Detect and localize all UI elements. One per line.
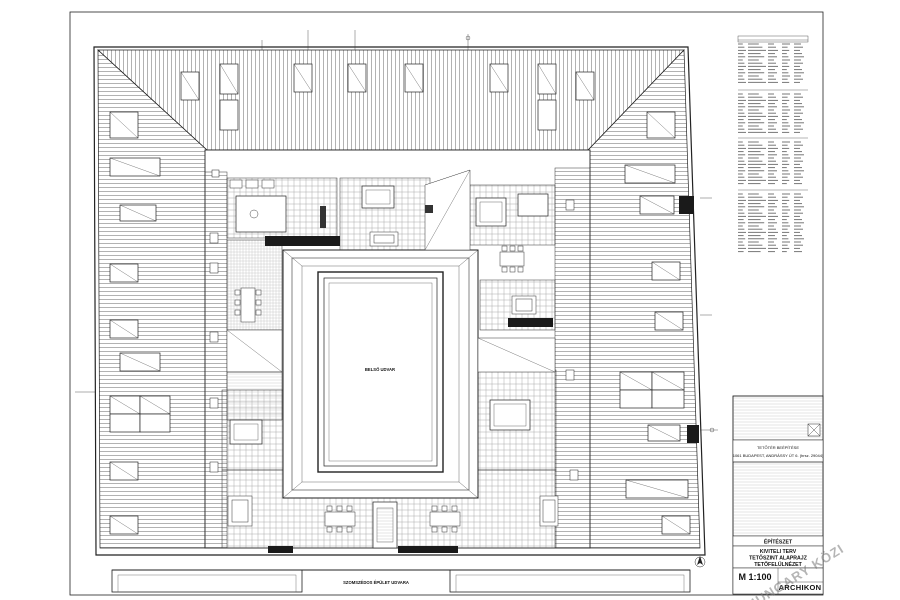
hot-tub-ne2: [517, 193, 549, 217]
roof-plan: BELSŐ UDVAR: [75, 30, 718, 556]
hot-tub-sw: [229, 419, 263, 445]
vent-nw: [320, 206, 326, 228]
vent-n: [425, 205, 433, 213]
axis-markers: [75, 30, 718, 433]
neighbor-label: SZOMSZÉDOS ÉPÜLET UDVARA: [343, 580, 409, 585]
vent-bar-2: [508, 318, 553, 327]
dining-table-e: [499, 245, 525, 273]
drawing-title-2: TETŐSZINT ALAPRAJZ: [749, 555, 808, 562]
roof-windows-north: [180, 63, 595, 131]
inner-courtyard: [317, 271, 444, 473]
title-block: TETŐTÉR BEÉPÍTÉSE 1061 BUDAPEST, ANDRÁSS…: [732, 395, 824, 595]
roof-vents: [209, 169, 579, 481]
courtyard-label: BELSŐ UDVAR: [365, 367, 395, 372]
glazing-w: [226, 371, 283, 421]
planter-row-nw: [229, 179, 275, 189]
project-address: 1061 BUDAPEST, ANDRÁSSY ÚT 6. (hrsz. 290…: [733, 453, 824, 458]
lounge-sw: [227, 495, 253, 527]
room-schedule: [737, 35, 809, 253]
project-title: TETŐTÉR BEÉPÍTÉSE: [757, 445, 799, 450]
chimney-east-2: [687, 425, 699, 443]
chimney-east-1: [679, 196, 694, 214]
scale-label: M 1:100: [738, 572, 771, 582]
phase-label: ÉPÍTÉSZET: [764, 538, 793, 546]
drawing-title-1: KIVITELI TERV: [760, 549, 797, 555]
dining-table-s1: [324, 505, 356, 533]
lounge-n: [369, 231, 399, 247]
lounge-e: [511, 295, 537, 315]
roof-windows-east: [619, 111, 691, 535]
hot-tub-n: [361, 185, 395, 209]
north-arrow-icon: [694, 556, 706, 568]
vent-bar-3: [398, 546, 458, 553]
neighbor-courtyard: SZOMSZÉDOS ÉPÜLET UDVARA: [111, 569, 691, 593]
schedule-header: [737, 35, 809, 43]
roof-strip-east: [554, 167, 591, 549]
vent-bar-4: [268, 546, 293, 553]
roof-windows-west: [109, 111, 171, 535]
hot-tub-se: [489, 399, 531, 431]
dining-table-s2: [429, 505, 461, 533]
vent-bar-1: [265, 236, 340, 246]
firm-logo: ARCHIKON: [779, 583, 822, 592]
hot-tub-ne: [475, 197, 507, 227]
dining-table-w: [234, 287, 262, 323]
hot-tub-nw: [235, 195, 287, 233]
drawing-title-3: TETŐFELÜLNÉZET: [754, 560, 802, 568]
lounge-se: [539, 495, 559, 527]
